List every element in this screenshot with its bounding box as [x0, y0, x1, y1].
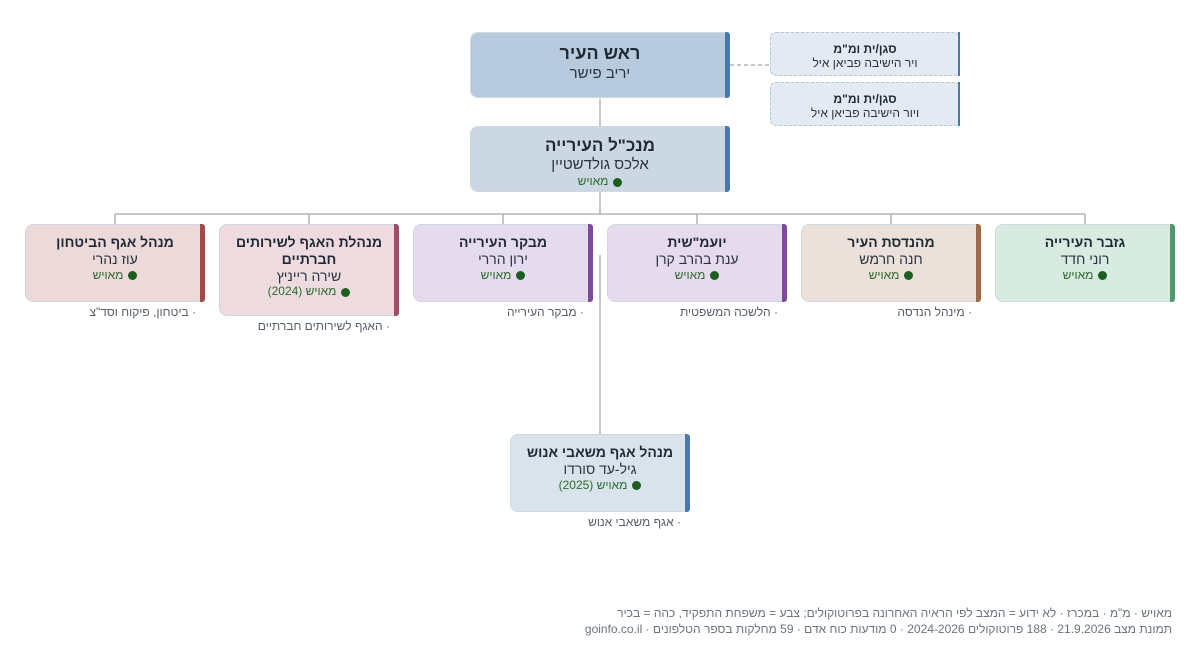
manager-status: מאויש — [26, 268, 204, 284]
manager-box-treasurer[interactable]: גזבר העירייה רוני חדד מאויש — [995, 224, 1175, 302]
manager-name: חנה חרמש — [859, 250, 923, 267]
deputy-title: סגן/ית ומ"מ — [833, 92, 897, 106]
manager-title: מבקר העירייה — [459, 234, 547, 250]
mayor-title: ראש העיר — [559, 43, 641, 63]
accent-bar — [1170, 224, 1175, 302]
accent-bar — [725, 126, 730, 192]
department-label: · מינהל הנדסה — [897, 305, 972, 319]
accent-bar — [394, 224, 399, 316]
manager-box-security[interactable]: מנהל אגף הביטחון עוז נהרי מאויש — [25, 224, 205, 302]
accent-bar — [685, 434, 690, 512]
accent-bar — [725, 32, 730, 98]
status-label: מאויש — [92, 267, 124, 282]
status-dot-icon — [128, 270, 138, 280]
manager-name: שירה רייניץ — [276, 267, 342, 284]
department-label: · הלשכה המשפטית — [680, 305, 778, 319]
status-dot-icon — [710, 270, 720, 280]
footer-legend: מאויש · מ"מ · במכרז · לא ידוע = המצב לפי… — [617, 606, 1172, 620]
hr-title: מנהל אגף משאבי אנוש — [526, 444, 674, 460]
status-dot-icon — [1098, 270, 1108, 280]
manager-box-comptroller[interactable]: מבקר העירייה ירון הררי מאויש — [413, 224, 593, 302]
manager-status: מאויש (2024) — [220, 284, 398, 300]
manager-box-engineer[interactable]: מהנדסת העיר חנה חרמש מאויש — [801, 224, 981, 302]
status-dot-icon — [632, 480, 642, 490]
ceo-title: מנכ"ל העירייה — [545, 136, 655, 155]
manager-title: מהנדסת העיר — [847, 234, 935, 250]
manager-status: מאויש — [996, 268, 1174, 284]
deputy-box-2[interactable]: סגן/ית ומ"מ ויור הישיבה פביאן איל — [770, 82, 960, 126]
department-label: · האגף לשירותים חברתיים — [257, 319, 390, 333]
manager-name: רוני חדד — [1060, 250, 1110, 267]
mayor-name: יריב פישר — [569, 64, 631, 82]
deputy-box-1[interactable]: סגן/ית ומ"מ ויר הישיבה פביאן איל — [770, 32, 960, 76]
ceo-name: אלכס גולדשטיין — [551, 156, 649, 174]
status-dot-icon — [904, 270, 914, 280]
status-label: מאויש — [674, 267, 706, 282]
status-label: מאויש — [480, 267, 512, 282]
status-label: מאויש — [577, 174, 609, 189]
footer-snapshot: תמונת מצב 21.9.2026 · 188 פרוטוקולים 202… — [584, 622, 1172, 636]
manager-title: גזבר העירייה — [1044, 234, 1126, 250]
hr-status: מאויש (2025) — [511, 478, 689, 494]
deputy-title: סגן/ית ומ"מ — [833, 42, 897, 56]
hr-name: גיל-עד סורדו — [563, 460, 637, 477]
status-label: מאויש — [1062, 267, 1094, 282]
department-label: · ביטחון, פיקוח וסד"צ — [89, 305, 196, 319]
department-label: · אגף משאבי אנוש — [588, 515, 681, 529]
manager-title: מנהל אגף הביטחון — [56, 234, 174, 250]
status-label: מאויש (2025) — [558, 477, 628, 492]
mayor-box[interactable]: ראש העיר יריב פישר — [470, 32, 730, 98]
accent-bar — [958, 82, 960, 126]
manager-name: ענת בהרב קרן — [655, 250, 739, 267]
accent-bar — [588, 224, 593, 302]
status-label: מאויש (2024) — [267, 284, 337, 299]
manager-name: ירון הררי — [478, 250, 528, 267]
manager-name: עוז נהרי — [92, 250, 138, 267]
manager-title: מנהלת האגף לשירותים חברתיים — [235, 234, 383, 267]
status-label: מאויש — [868, 267, 900, 282]
deputy-name: ויור הישיבה פביאן איל — [810, 106, 920, 121]
manager-status: מאויש — [802, 268, 980, 284]
status-dot-icon — [613, 177, 623, 187]
accent-bar — [958, 32, 960, 76]
ceo-box[interactable]: מנכ"ל העירייה אלכס גולדשטיין מאויש — [470, 126, 730, 192]
manager-box-social-services[interactable]: מנהלת האגף לשירותים חברתיים שירה רייניץ … — [219, 224, 399, 316]
status-dot-icon — [341, 287, 351, 297]
manager-title: יועמ"שית — [667, 234, 727, 250]
manager-status: מאויש — [608, 268, 786, 284]
accent-bar — [200, 224, 205, 302]
manager-box-legal[interactable]: יועמ"שית ענת בהרב קרן מאויש — [607, 224, 787, 302]
accent-bar — [976, 224, 981, 302]
status-dot-icon — [516, 270, 526, 280]
ceo-status: מאויש — [471, 174, 729, 190]
department-label: · מבקר העירייה — [506, 305, 584, 319]
hr-box[interactable]: מנהל אגף משאבי אנוש גיל-עד סורדו מאויש (… — [510, 434, 690, 512]
accent-bar — [782, 224, 787, 302]
deputy-name: ויר הישיבה פביאן איל — [812, 56, 918, 71]
manager-status: מאויש — [414, 268, 592, 284]
